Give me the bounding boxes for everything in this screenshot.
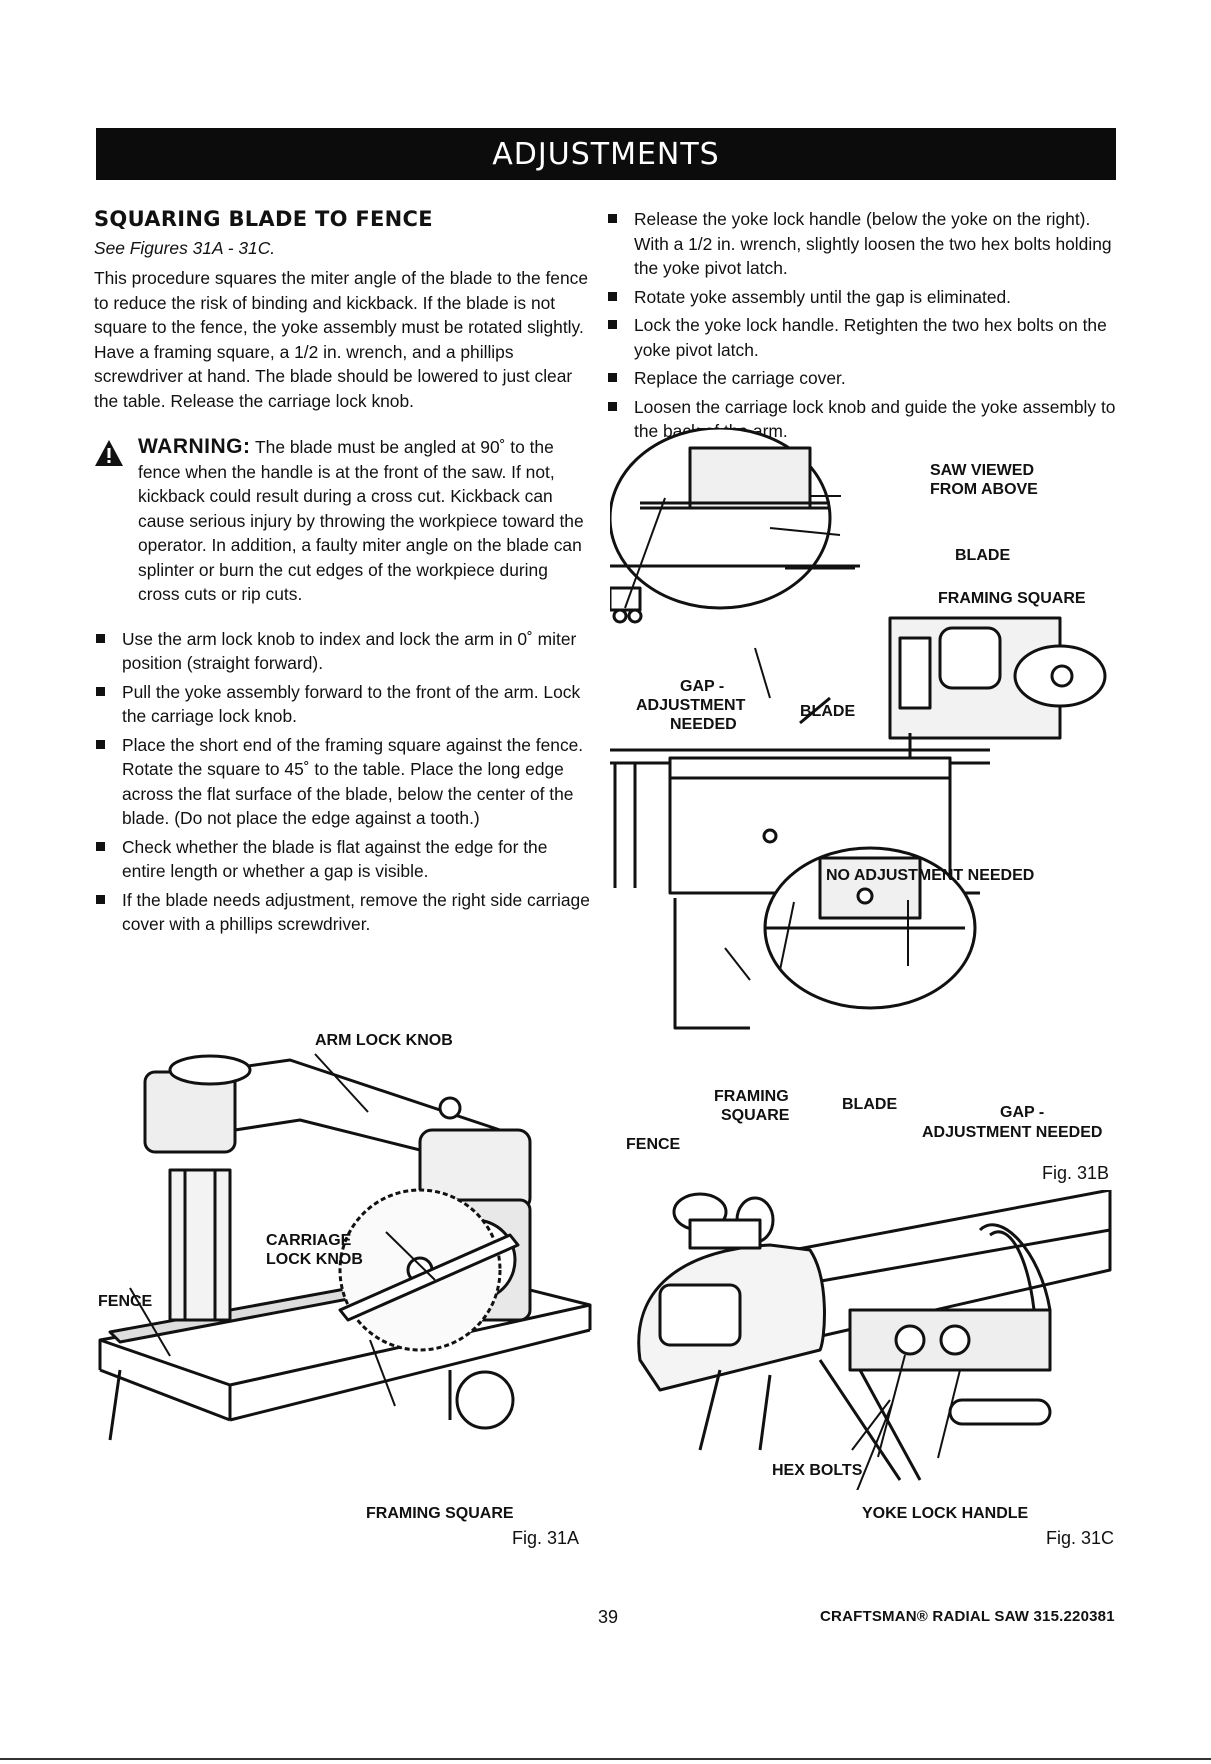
section-heading: SQUARING BLADE TO FENCE	[94, 207, 433, 231]
figure-reference: See Figures 31A - 31C.	[94, 237, 276, 258]
figure-31c-caption: Fig. 31C	[1046, 1528, 1115, 1548]
framing-square-label-bottom-line2: SQUARE	[721, 1107, 790, 1124]
list-item: Rotate yoke assembly until the gap is el…	[606, 285, 1121, 310]
warning-text: The blade must be angled at 90˚ to the f…	[138, 437, 584, 604]
figure-31a-saw-illustration	[98, 1053, 592, 1441]
section-title: ADJUSTMENTS	[492, 136, 720, 172]
list-item: Use the arm lock knob to index and lock …	[94, 627, 592, 676]
gap-adjustment-needed-label-line3: NEEDED	[670, 716, 737, 733]
gap-adjustment-needed-label-bottom-line2: ADJUSTMENT NEEDED	[922, 1124, 1103, 1141]
fence-label: FENCE	[98, 1293, 153, 1310]
carriage-lock-knob-label-line2: LOCK KNOB	[266, 1251, 363, 1268]
list-item: Lock the yoke lock handle. Retighten the…	[606, 313, 1121, 362]
blade-label-bottom: BLADE	[842, 1096, 898, 1113]
hex-bolts-label: HEX BOLTS	[772, 1462, 863, 1479]
left-steps-list: Use the arm lock knob to index and lock …	[94, 627, 592, 937]
list-item: Pull the yoke assembly forward to the fr…	[94, 680, 592, 729]
page-number: 39	[598, 1607, 619, 1627]
blade-label-top: BLADE	[955, 547, 1011, 564]
fence-label-31b: FENCE	[626, 1136, 681, 1153]
framing-square-label-top: FRAMING SQUARE	[938, 590, 1086, 607]
carriage-lock-knob-label-line1: CARRIAGE	[266, 1232, 352, 1249]
warning-triangle-icon	[95, 440, 123, 466]
list-item: Check whether the blade is flat against …	[94, 835, 592, 884]
arm-lock-knob-label: ARM LOCK KNOB	[315, 1032, 453, 1049]
footer-brand-model: CRAFTSMAN® RADIAL SAW 315.220381	[820, 1608, 1115, 1625]
figure-31a-caption: Fig. 31A	[512, 1528, 580, 1548]
left-column: SQUARING BLADE TO FENCE See Figures 31A …	[94, 207, 592, 941]
intro-paragraph: This procedure squares the miter angle o…	[94, 268, 589, 411]
warning-label: WARNING:	[138, 435, 251, 458]
right-steps-list: Release the yoke lock handle (below the …	[606, 207, 1121, 444]
section-header-bar: ADJUSTMENTS	[96, 128, 1116, 180]
list-item: Release the yoke lock handle (below the …	[606, 207, 1121, 281]
right-column: Release the yoke lock handle (below the …	[606, 207, 1121, 448]
saw-viewed-label-line1: SAW VIEWED	[930, 462, 1035, 479]
list-item: Replace the carriage cover.	[606, 366, 1121, 391]
no-adjustment-needed-label: NO ADJUSTMENT NEEDED	[826, 867, 1035, 884]
framing-square-label: FRAMING SQUARE	[366, 1505, 514, 1522]
list-item: If the blade needs adjustment, remove th…	[94, 888, 592, 937]
warning-paragraph: WARNING: The blade must be angled at 90˚…	[138, 435, 592, 607]
gap-adjustment-needed-label-line2: ADJUSTMENT	[636, 697, 746, 714]
yoke-lock-handle-label: YOKE LOCK HANDLE	[862, 1505, 1029, 1522]
figure-31b-top-view-diagram	[610, 428, 1107, 1030]
framing-square-label-bottom-line1: FRAMING	[714, 1088, 789, 1105]
warning-block: WARNING: The blade must be angled at 90˚…	[94, 435, 592, 607]
saw-viewed-label-line2: FROM ABOVE	[930, 481, 1038, 498]
gap-adjustment-needed-label-bottom-line1: GAP -	[1000, 1104, 1045, 1121]
figure-31c-carriage-illustration	[637, 1190, 1112, 1490]
figure-31b-caption: Fig. 31B	[1042, 1163, 1110, 1183]
blade-label-middle: BLADE	[800, 703, 856, 720]
list-item: Place the short end of the framing squar…	[94, 733, 592, 831]
page-bottom-rule	[0, 1758, 1211, 1760]
gap-adjustment-needed-label-line1: GAP -	[680, 678, 725, 695]
